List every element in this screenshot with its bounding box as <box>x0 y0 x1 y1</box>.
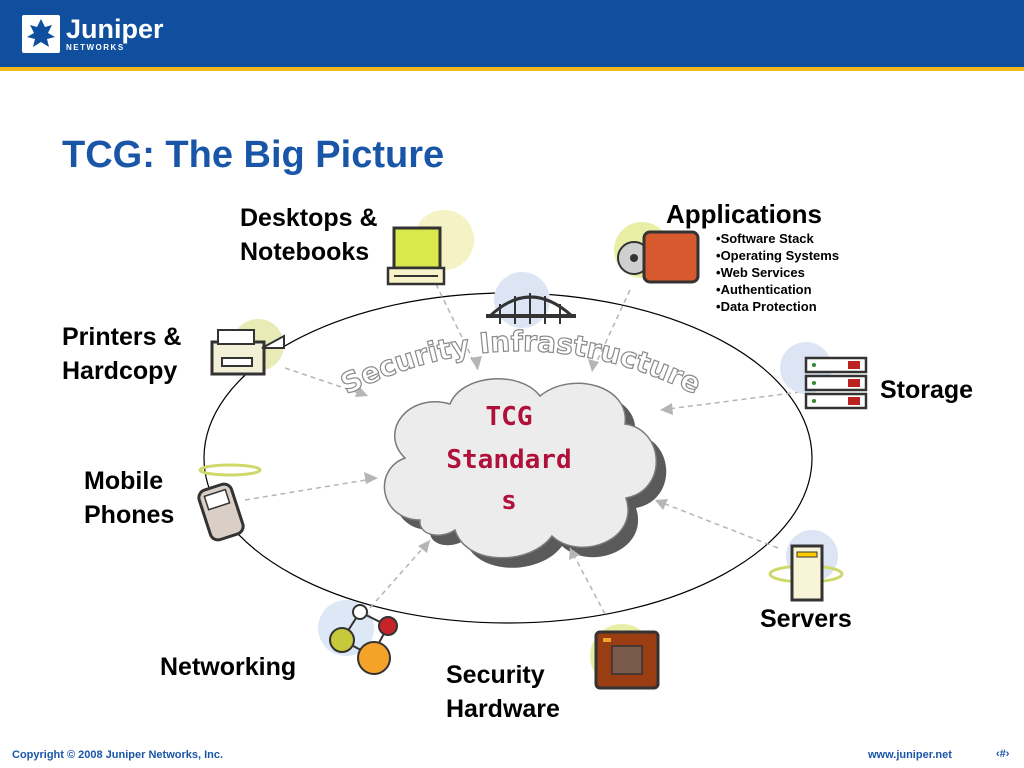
node-security-hardware: Security Hardware <box>446 658 560 726</box>
footer-url-link[interactable]: www.juniper.net <box>868 749 952 761</box>
node-printers-line-1: Printers & <box>62 323 182 351</box>
footer-copyright: Copyright © 2008 Juniper Networks, Inc. <box>12 749 224 761</box>
list-item: Data Protection <box>716 298 839 315</box>
networking-icon <box>318 600 398 675</box>
printer-icon <box>210 319 285 376</box>
header-accent-stripe <box>0 67 1024 71</box>
bridge-icon <box>486 272 576 328</box>
cloud-shape <box>383 378 667 568</box>
chip-icon <box>590 624 660 690</box>
desktop-icon <box>386 210 474 286</box>
storage-icon <box>780 342 868 410</box>
footer-page-number: ‹#› <box>996 748 1010 760</box>
center-label-line-2: Standard <box>446 445 571 475</box>
connector-arrows <box>244 275 801 615</box>
node-printers-line-2: Hardcopy <box>62 357 178 385</box>
node-security-line-1: Security <box>446 661 545 689</box>
logo-subtitle: NETWORKS <box>66 43 125 52</box>
node-storage: Storage <box>880 376 974 404</box>
center-label: TCG Standard s <box>446 402 571 516</box>
node-mobile-line-1: Mobile <box>84 467 164 495</box>
list-item: Operating Systems <box>716 247 840 264</box>
node-printers-hardcopy: Printers & Hardcopy <box>62 320 181 388</box>
list-item: Web Services <box>716 264 839 281</box>
server-icon <box>768 530 844 602</box>
node-servers: Servers <box>760 605 852 633</box>
node-mobile-line-2: Phones <box>84 501 175 529</box>
mobile-phone-icon <box>197 463 262 542</box>
center-label-line-1: TCG <box>486 402 533 432</box>
juniper-logo[interactable]: Juniper NETWORKS <box>22 12 164 56</box>
list-item: Software Stack <box>716 230 839 247</box>
node-desktops-notebooks: Desktops & Notebooks <box>240 201 378 269</box>
applications-icon <box>614 222 700 284</box>
applications-list: Software Stack Operating Systems Web Ser… <box>716 230 840 315</box>
header-bar <box>0 0 1024 67</box>
node-applications: Applications <box>666 199 823 229</box>
logo-name: Juniper <box>66 14 164 44</box>
node-networking: Networking <box>160 653 297 681</box>
center-label-line-3: s <box>501 486 517 516</box>
node-desktops-line-1: Desktops & <box>240 204 378 232</box>
node-desktops-line-2: Notebooks <box>240 238 370 266</box>
node-mobile-phones: Mobile Phones <box>84 464 174 532</box>
arrow-heads <box>355 356 673 560</box>
list-item: Authentication <box>716 281 839 298</box>
page-title: TCG: The Big Picture <box>62 134 445 176</box>
node-security-line-2: Hardware <box>446 695 560 723</box>
juniper-tree-icon <box>22 15 60 53</box>
